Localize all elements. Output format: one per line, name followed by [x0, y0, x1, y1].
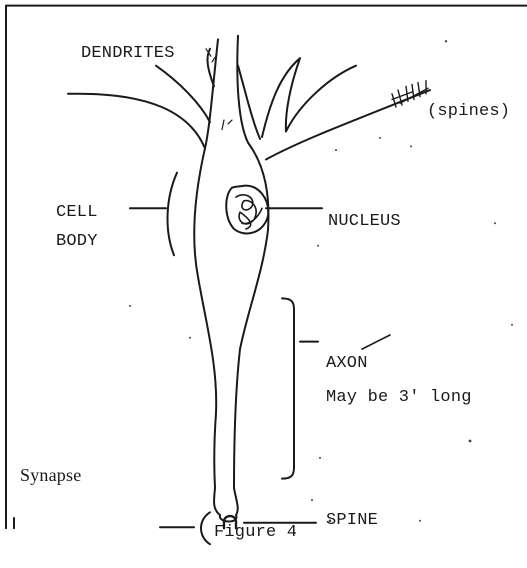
- axon-length-note: May be 3' long: [326, 388, 472, 408]
- synapse-label: Synapse: [20, 465, 81, 485]
- cell-body-label-line1: CELL: [56, 203, 98, 223]
- dendrite-right-upper: [286, 66, 356, 132]
- dendrites-label: DENDRITES: [81, 44, 175, 64]
- page-frame: [6, 6, 527, 529]
- dendrite-upper-left: [207, 49, 214, 87]
- dendrite-left: [156, 66, 210, 122]
- figure-caption: Figure 4: [214, 523, 297, 543]
- axon-tick: [362, 335, 390, 349]
- cell-body-label-line2: BODY: [56, 232, 98, 252]
- axon-label: AXON: [326, 354, 368, 374]
- dendrite-center-right: [238, 66, 260, 139]
- synapse-bracket: [201, 512, 210, 544]
- axon-bracket: [282, 298, 294, 478]
- nucleus-scribble: [236, 195, 262, 229]
- cell-body-bracket: [168, 173, 177, 256]
- neuron-outline-right: [234, 36, 268, 515]
- dendrite-right-loop: [262, 58, 300, 137]
- spines-label: (spines): [427, 102, 510, 122]
- spine-label: SPINE: [326, 511, 378, 531]
- nucleus-label: NUCLEUS: [328, 212, 401, 232]
- dendrite-far-left: [68, 94, 205, 149]
- neuron-outline-left: [194, 39, 220, 515]
